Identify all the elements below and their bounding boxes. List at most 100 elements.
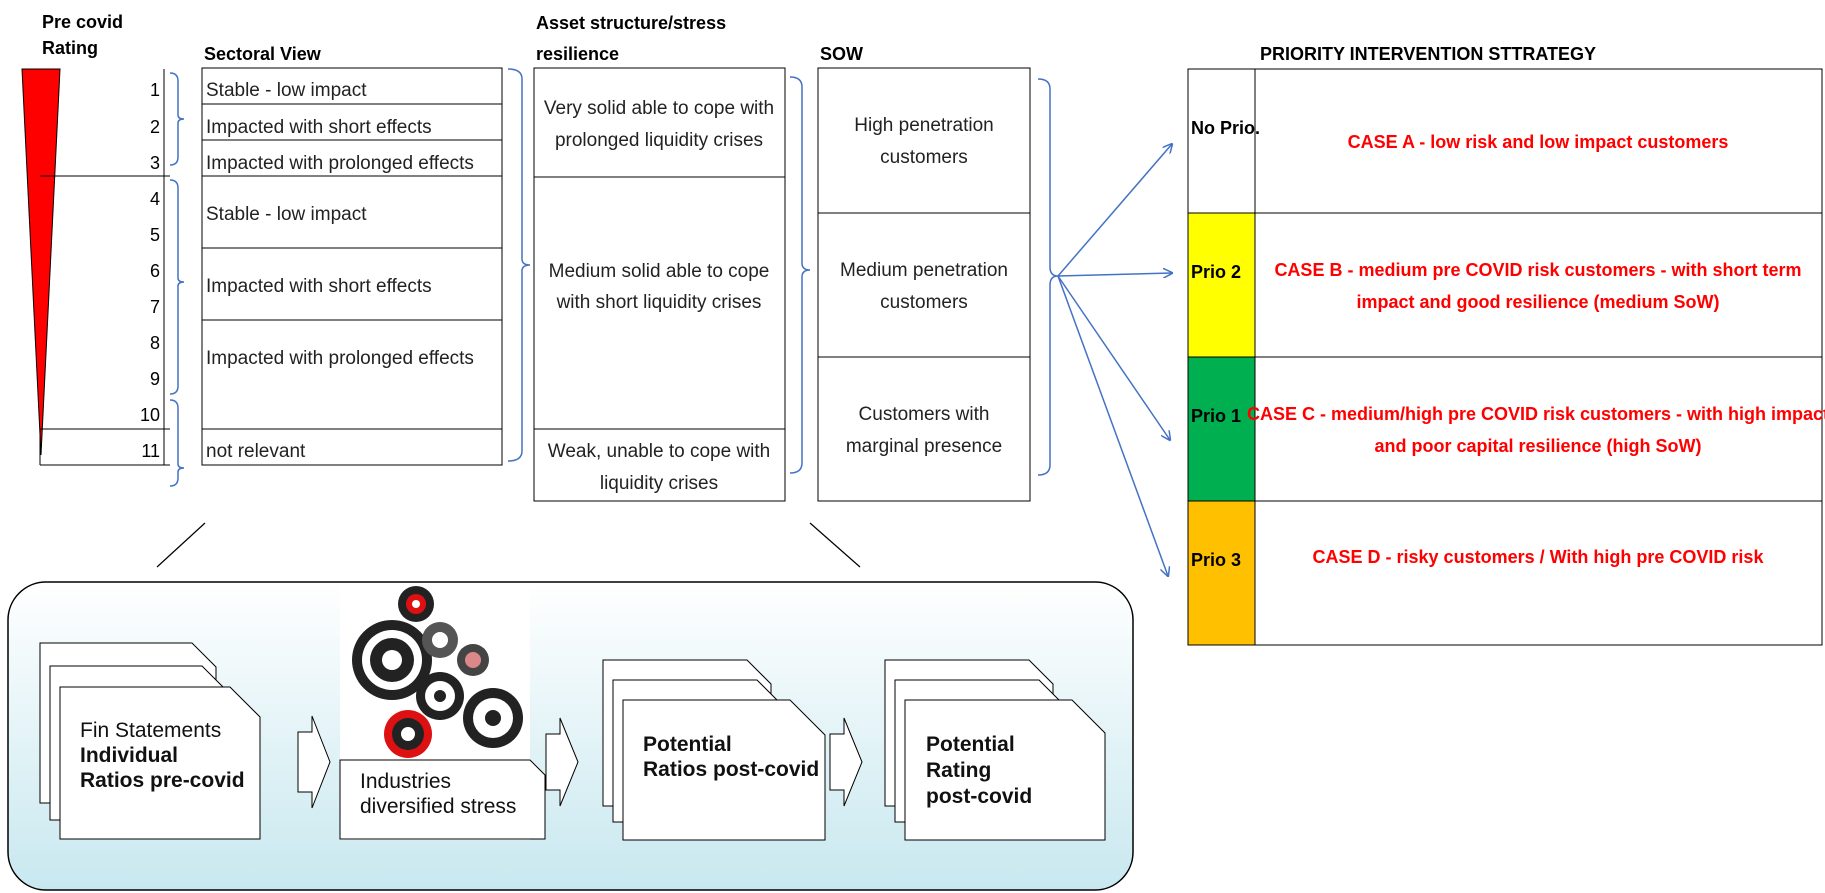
- zoom-line: [809, 522, 861, 568]
- rating-3: 3: [150, 153, 160, 173]
- fin-text: Individual: [80, 744, 178, 767]
- prio-cell-2: [1187, 212, 1256, 358]
- fin-statements-doc: Fin Statements Individual Ratios pre-cov…: [39, 642, 261, 840]
- rating-header-line2: Rating: [42, 38, 98, 58]
- sectoral-cell: Impacted with prolonged effects: [206, 153, 474, 174]
- doc-page-front: [622, 699, 826, 841]
- asset-cell: Weak, unable to cope with: [548, 441, 771, 462]
- rating-1: 1: [150, 80, 160, 100]
- potential-rating-text: Potential: [926, 733, 1015, 756]
- risk-wedge-icon: [21, 68, 61, 456]
- sectoral-column: Stable - low impact Impacted with short …: [201, 67, 503, 466]
- prio-label: Prio 3: [1191, 550, 1241, 570]
- sow-cell: customers: [880, 292, 968, 313]
- asset-header-line2: resilience: [536, 44, 619, 64]
- sectoral-header: Sectoral View: [204, 44, 322, 64]
- asset-header-line1: Asset structure/stress: [536, 13, 726, 33]
- industries-stress-block: Industries diversified stress: [339, 586, 546, 840]
- rating-scale: 1 2 3 4 5 6 7 8 9 10 11: [21, 68, 170, 466]
- industries-text: diversified stress: [360, 795, 516, 818]
- priority-header: PRIORITY INTERVENTION STTRATEGY: [1260, 44, 1596, 64]
- sow-bracket: [1037, 78, 1059, 476]
- flow-arrow-icon: [545, 717, 579, 807]
- rating-header-line1: Pre covid: [42, 12, 123, 32]
- prio-label: Prio 1: [1191, 406, 1241, 426]
- sow-header: SOW: [820, 44, 863, 64]
- rating-4: 4: [150, 189, 160, 209]
- case-text: CASE B - medium pre COVID risk customers…: [1274, 260, 1801, 280]
- sectoral-cell: Impacted with short effects: [206, 276, 432, 297]
- prio-label: No Prio.: [1191, 118, 1260, 138]
- sow-cell: High penetration: [854, 115, 993, 136]
- fin-text: Ratios pre-covid: [80, 769, 245, 792]
- sectoral-frame: [201, 67, 503, 466]
- sectoral-cell: Impacted with short effects: [206, 117, 432, 138]
- case-text: CASE D - risky customers / With high pre…: [1313, 547, 1765, 567]
- bracket-4-9: [169, 179, 185, 395]
- arrow-icon: [1057, 275, 1168, 576]
- case-cell-d: [1254, 500, 1823, 646]
- asset-column: Very solid able to cope with prolonged l…: [533, 67, 786, 502]
- case-text: CASE C - medium/high pre COVID risk cust…: [1247, 404, 1825, 424]
- rating-9: 9: [150, 369, 160, 389]
- asset-cell: with short liquidity crises: [556, 292, 762, 313]
- priority-arrows: [1057, 144, 1172, 576]
- doc-page-front: [339, 759, 546, 840]
- rating-5: 5: [150, 225, 160, 245]
- case-cell-a: [1254, 68, 1823, 214]
- asset-cell: Very solid able to cope with: [544, 98, 774, 119]
- asset-bracket: [789, 76, 811, 474]
- sow-frame: [817, 67, 1031, 502]
- flow-arrow-icon: [829, 717, 863, 807]
- arrow-icon: [1057, 275, 1170, 440]
- gears-icon: [352, 586, 523, 758]
- process-panel: [7, 581, 1134, 891]
- sectoral-cell: not relevant: [206, 441, 306, 462]
- priority-table: No Prio. Prio 2 Prio 1 Prio 3 CASE A - l…: [1187, 68, 1825, 646]
- potential-ratios-doc: Potential Ratios post-covid: [602, 659, 826, 841]
- potential-rating-text: post-covid: [926, 785, 1032, 808]
- arrow-icon: [1057, 144, 1172, 277]
- fin-text: Fin Statements: [80, 719, 221, 742]
- sectoral-cell: Impacted with prolonged effects: [206, 348, 474, 369]
- asset-cell: prolonged liquidity crises: [555, 130, 763, 151]
- doc-page-front: [904, 699, 1106, 841]
- rating-8: 8: [150, 333, 160, 353]
- case-cell-c: [1254, 356, 1823, 502]
- potential-ratios-text: Potential: [643, 733, 732, 756]
- rating-brackets: [169, 72, 185, 487]
- prio-label: Prio 2: [1191, 262, 1241, 282]
- arrow-icon: [1057, 273, 1172, 276]
- sectoral-cell: Stable - low impact: [206, 204, 367, 225]
- rating-2: 2: [150, 117, 160, 137]
- rating-10: 10: [140, 405, 160, 425]
- sow-cell: customers: [880, 147, 968, 168]
- prio-cell-1: [1187, 356, 1256, 502]
- prio-cell-3: [1187, 500, 1256, 646]
- flow-arrow-icon: [297, 715, 331, 809]
- sow-column: High penetration customers Medium penetr…: [817, 67, 1031, 502]
- rating-6: 6: [150, 261, 160, 281]
- doc-page-front: [59, 686, 261, 840]
- case-cell-b: [1254, 212, 1823, 358]
- sectoral-cell: Stable - low impact: [206, 80, 367, 101]
- case-text: and poor capital resilience (high SoW): [1374, 436, 1701, 456]
- bracket-10-11: [169, 399, 185, 487]
- industries-text: Industries: [360, 770, 451, 793]
- sectoral-bracket: [507, 68, 531, 462]
- rating-11: 11: [141, 441, 160, 461]
- case-text: CASE A - low risk and low impact custome…: [1348, 132, 1729, 152]
- asset-cell: Medium solid able to cope: [549, 261, 770, 282]
- potential-rating-text: Rating: [926, 759, 991, 782]
- asset-cell: liquidity crises: [600, 473, 718, 494]
- rating-7: 7: [150, 297, 160, 317]
- potential-ratios-text: Ratios post-covid: [643, 758, 819, 781]
- prio-cell-none: [1187, 68, 1256, 214]
- zoom-line: [156, 522, 206, 568]
- sow-cell: Medium penetration: [840, 260, 1008, 281]
- case-text: impact and good resilience (medium SoW): [1356, 292, 1719, 312]
- potential-rating-doc: Potential Rating post-covid: [884, 659, 1106, 841]
- sow-cell: Customers with: [859, 404, 990, 425]
- bracket-1-3: [169, 72, 185, 166]
